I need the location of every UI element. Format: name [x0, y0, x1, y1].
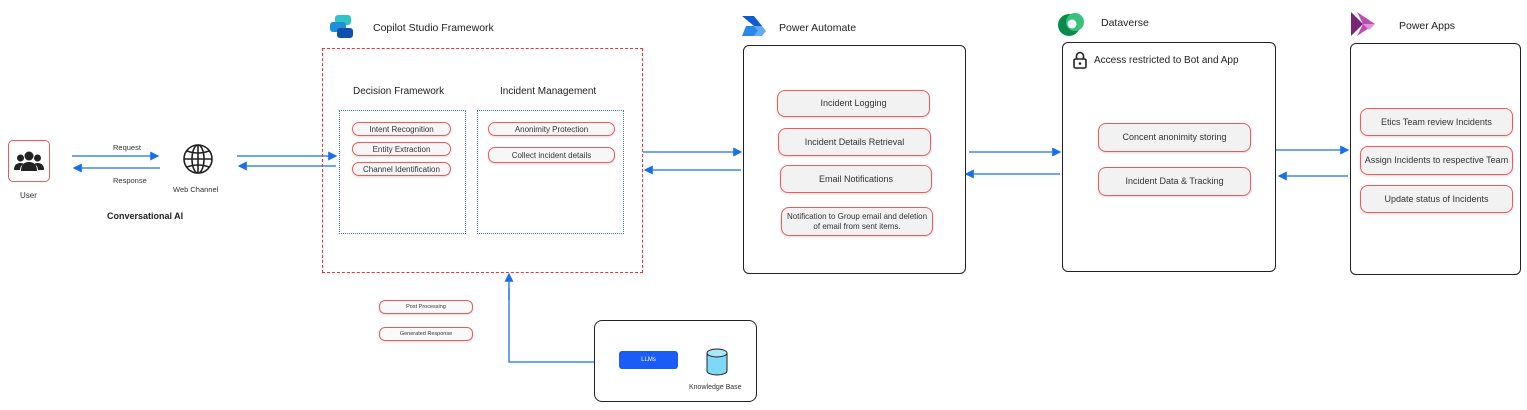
- user-box: [8, 140, 50, 182]
- dataverse-panel: [1062, 42, 1276, 272]
- power-automate-icon: [742, 16, 766, 36]
- power-apps-title: Power Apps: [1399, 20, 1456, 32]
- incident-details-retrieval-node: Incident Details Retrieval: [778, 128, 931, 156]
- copilot-studio-icon: [330, 15, 353, 38]
- update-status-node: Update status of Incidents: [1360, 185, 1513, 213]
- user-label: User: [20, 191, 37, 200]
- decision-framework-group: [339, 110, 466, 234]
- incident-data-tracking-node: Incident Data & Tracking: [1098, 167, 1251, 196]
- assign-incidents-node: Assign Incidents to respective Team: [1360, 146, 1513, 175]
- response-label: Response: [113, 176, 147, 185]
- request-label: Request: [113, 143, 141, 152]
- intent-recognition-node: Intent Recognition: [352, 122, 451, 136]
- lock-icon: [1073, 51, 1087, 69]
- concent-anonimity-node: Concent anonimity storing: [1098, 123, 1251, 152]
- decision-framework-heading: Decision Framework: [353, 86, 445, 97]
- collect-incident-details-node: Collect incident details: [488, 147, 615, 163]
- copilot-title: Copilot Studio Framework: [373, 22, 494, 34]
- llms-node: LLMs: [619, 351, 678, 369]
- group-notification-node: Notification to Group email and deletion…: [781, 207, 933, 236]
- incident-management-group: [477, 110, 624, 234]
- power-apps-icon: [1351, 12, 1375, 36]
- entity-extraction-node: Entity Extraction: [352, 142, 451, 156]
- incident-management-heading: Incident Management: [500, 86, 597, 97]
- power-automate-panel: [743, 45, 966, 274]
- dataverse-title: Dataverse: [1101, 17, 1149, 29]
- web-channel-label: Web Channel: [173, 185, 219, 194]
- knowledge-base-label: Knowledge Base: [689, 384, 742, 391]
- channel-identification-node: Channel Identification: [352, 162, 451, 176]
- conversational-ai-label: Conversational AI: [107, 211, 184, 221]
- users-icon: [14, 151, 44, 171]
- incident-logging-node: Incident Logging: [777, 90, 930, 117]
- anonimity-protection-node: Anonimity Protection: [488, 122, 615, 136]
- review-incidents-node: Etics Team review Incidents: [1360, 108, 1513, 136]
- email-notifications-node: Email Notifications: [780, 165, 932, 193]
- post-processing-node: Post Processing: [379, 300, 473, 314]
- access-restricted-label: Access restricted to Bot and App: [1094, 55, 1239, 66]
- dataverse-icon: [1058, 13, 1084, 36]
- copilot-framework-boundary: [322, 48, 643, 273]
- database-icon: [706, 348, 728, 376]
- power-automate-title: Power Automate: [779, 22, 857, 34]
- generated-response-node: Generated Response: [379, 327, 473, 341]
- globe-icon: [183, 144, 213, 174]
